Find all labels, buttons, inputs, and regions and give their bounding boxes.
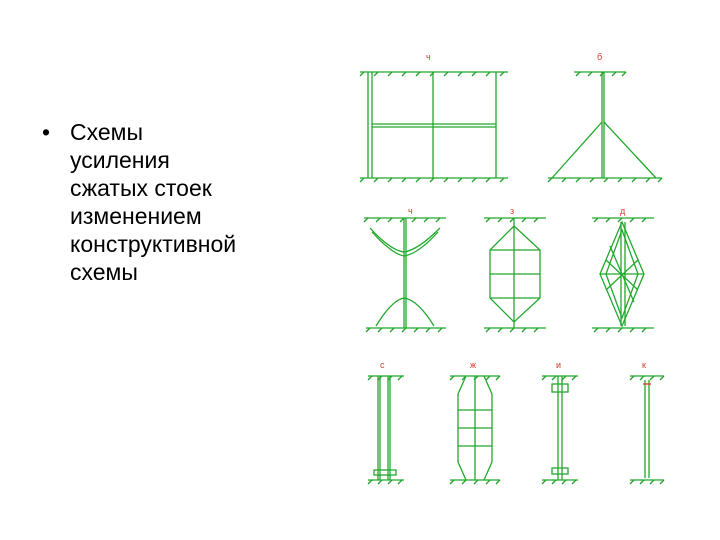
scheme-i-top-hatch: [541, 375, 577, 381]
label-scheme-e: с: [380, 360, 385, 370]
scheme-zh-bottom-hatch: [449, 479, 501, 485]
scheme-v-upper-fork-b: [371, 231, 439, 257]
scheme-v-lower-fork: [375, 297, 435, 327]
scheme-v-top-hatch: [363, 217, 441, 223]
bullet-text: Схемы усиления сжатых стоек изменением к…: [70, 119, 237, 285]
scheme-b-braced-column: [547, 71, 663, 183]
scheme-a-frame: [359, 71, 508, 183]
label-scheme-i: и: [556, 360, 561, 370]
scheme-e-double-column: [367, 375, 404, 485]
scheme-v-upper-fork: [369, 227, 441, 253]
scheme-zh-laced-column: [449, 375, 501, 485]
scheme-b-right-brace: [603, 121, 657, 179]
scheme-i-base-plate: [551, 467, 569, 475]
scheme-d-inner-diamond: [605, 228, 639, 320]
scheme-k-top-hatch: [629, 375, 665, 381]
label-scheme-v: ч: [408, 206, 413, 216]
scheme-d-top-hatch: [593, 217, 647, 223]
scheme-k-bottom-hatch: [629, 479, 665, 485]
scheme-v-forked-column: [363, 217, 446, 333]
scheme-a-top-hatch: [359, 71, 505, 77]
scheme-d-bottom-hatch: [593, 327, 647, 333]
scheme-a-bottom-hatch: [359, 177, 505, 183]
scheme-zh-battens: [458, 409, 492, 447]
scheme-b-bottom-hatch: [547, 177, 663, 183]
scheme-i-bottom-hatch: [541, 479, 577, 485]
scheme-g-top-hatch: [485, 217, 539, 223]
scheme-d-diamond: [592, 217, 654, 333]
scheme-g-hex-frame: [484, 217, 546, 333]
scheme-i-stepped-column: [541, 375, 578, 485]
label-scheme-zh: ж: [470, 360, 476, 370]
label-scheme-d: д: [620, 206, 626, 216]
scheme-b-left-brace: [551, 121, 603, 179]
bullet-marker: •: [42, 119, 51, 145]
scheme-e-base-plate: [373, 469, 397, 476]
scheme-e-bottom-hatch: [367, 479, 403, 485]
scheme-k-single-column: [629, 375, 665, 485]
label-scheme-b: б: [597, 52, 602, 62]
scheme-zh-top-hatch: [449, 375, 501, 381]
scheme-d-lacing: [605, 245, 639, 303]
scheme-g-bottom-hatch: [485, 327, 539, 333]
scheme-v-bottom-hatch: [365, 327, 443, 333]
label-scheme-g: з: [510, 206, 514, 216]
scheme-d-outer-diamond: [599, 220, 645, 328]
label-scheme-k: к: [642, 360, 646, 370]
scheme-i-head-plate: [551, 383, 569, 393]
label-scheme-a: ч: [426, 52, 431, 62]
scheme-zh-end-braces: [457, 375, 493, 481]
